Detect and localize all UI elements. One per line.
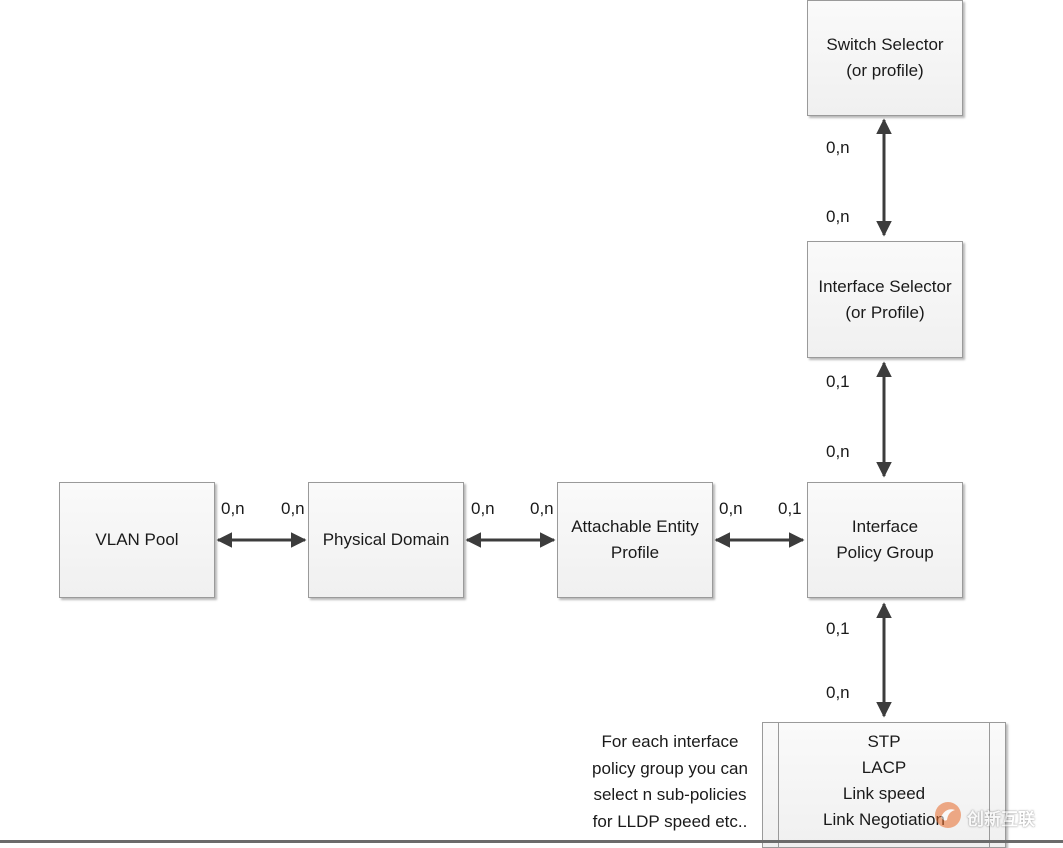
attachable-entity-profile-box: Attachable Entity Profile <box>557 482 713 598</box>
interface-policy-group-label: Interface Policy Group <box>836 517 934 562</box>
vlan-pool-label: VLAN Pool <box>95 530 179 549</box>
sub-policy-link-negotiation: Link Negotiation <box>823 810 945 829</box>
attachable-entity-profile-label: Attachable Entity Profile <box>571 517 699 562</box>
switch-selector-label: Switch Selector (or profile) <box>826 35 944 80</box>
sub-policy-link-speed: Link speed <box>842 784 926 803</box>
multiplicity-label: 0,n <box>826 683 850 702</box>
swirl-logo-icon <box>933 800 963 835</box>
interface-selector-label: Interface Selector (or Profile) <box>818 276 952 322</box>
sub-policies-box: STP LACP Link speed Link Negotiation <box>762 722 1006 848</box>
interface-selector-box: Interface Selector (or Profile) <box>807 241 963 358</box>
multiplicity-label: 0,n <box>826 138 850 157</box>
multiplicity-label: 0,1 <box>778 499 802 518</box>
multiplicity-label: 0,n <box>826 207 850 226</box>
physical-domain-label: Physical Domain <box>322 530 450 549</box>
multiplicity-label: 0,n <box>826 442 850 461</box>
switch-selector-box: Switch Selector (or profile) <box>807 0 963 116</box>
watermark-text: 创新互联 <box>967 809 1035 829</box>
vlan-pool-box: VLAN Pool <box>59 482 215 598</box>
interface-policy-group-box: Interface Policy Group <box>807 482 963 598</box>
multiplicity-label: 0,1 <box>826 372 850 391</box>
sub-policies-inner-frame <box>778 723 990 847</box>
bottom-divider <box>0 840 1063 843</box>
sub-policy-lacp: LACP <box>861 758 907 777</box>
multiplicity-label: 0,n <box>530 499 554 518</box>
sub-policies-list: STP LACP Link speed Link Negotiation <box>763 729 1005 833</box>
multiplicity-label: 0,n <box>221 499 245 518</box>
multiplicity-label: 0,n <box>281 499 305 518</box>
watermark: 创新互联 <box>933 797 1035 837</box>
multiplicity-label: 0,1 <box>826 619 850 638</box>
sub-policy-stp: STP <box>867 732 901 751</box>
multiplicity-label: 0,n <box>471 499 495 518</box>
multiplicity-label: 0,n <box>719 499 743 518</box>
sub-policies-note: For each interface policy group you can … <box>592 732 748 831</box>
physical-domain-box: Physical Domain <box>308 482 464 598</box>
